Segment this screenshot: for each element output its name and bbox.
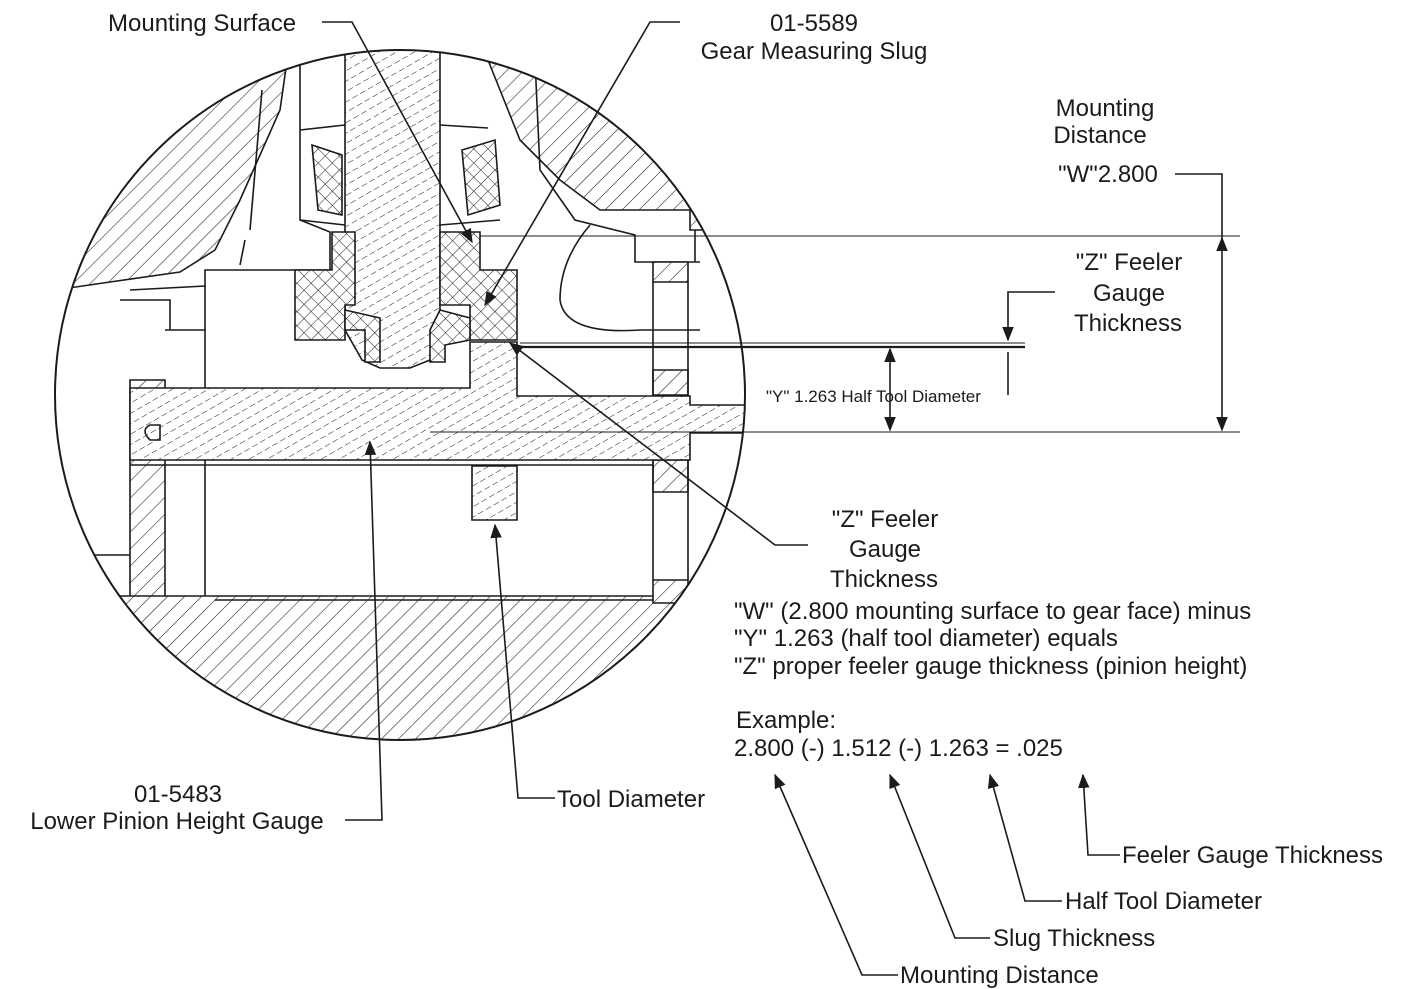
gauge-name-label: Lower Pinion Height Gauge bbox=[30, 808, 324, 835]
mounting-distance-title-2: Distance bbox=[1053, 122, 1146, 149]
gauge-leader bbox=[345, 440, 383, 821]
y-value-label: "Y" 1.263 Half Tool Diameter bbox=[766, 387, 981, 406]
gauge-part-number: 01-5483 bbox=[134, 781, 222, 808]
feeler-gauge-thickness-label: Feeler Gauge Thickness bbox=[1122, 842, 1383, 869]
z-mid-leader bbox=[508, 342, 808, 546]
pinion-height-gauge bbox=[129, 341, 745, 461]
dimension-lines bbox=[322, 21, 1240, 976]
slug-part-number: 01-5589 bbox=[770, 10, 858, 37]
z-mid-label-3: Thickness bbox=[830, 566, 938, 593]
housing-top-left bbox=[55, 50, 291, 291]
z-top-leader bbox=[1002, 291, 1055, 342]
gear-measuring-slug bbox=[344, 50, 441, 369]
bearing-left bbox=[311, 143, 343, 216]
z-top-label-1: "Z" Feeler bbox=[1076, 249, 1182, 276]
z-mid-label-1: "Z" Feeler bbox=[832, 506, 938, 533]
mounting-distance-leader bbox=[774, 773, 898, 976]
labels: Mounting Surface 01-5589 Gear Measuring … bbox=[30, 10, 1383, 989]
slug-thickness-leader bbox=[889, 773, 990, 939]
z-mid-label-2: Gauge bbox=[849, 536, 921, 563]
bearing-right bbox=[461, 138, 501, 217]
z-top-label-2: Gauge bbox=[1093, 280, 1165, 307]
housing-top-right bbox=[478, 50, 745, 231]
w-value-label: "W"2.800 bbox=[1058, 161, 1158, 188]
mounting-distance-title-1: Mounting bbox=[1056, 95, 1155, 122]
tool-diameter-leader bbox=[490, 523, 555, 799]
lower-case bbox=[55, 595, 745, 740]
mounting-surface-leader bbox=[322, 21, 473, 244]
mounting-distance-label: Mounting Distance bbox=[900, 962, 1099, 989]
tool-diameter-label: Tool Diameter bbox=[557, 786, 705, 813]
example-equation: 2.800 (-) 1.512 (-) 1.263 = .025 bbox=[734, 735, 1063, 762]
slug-name-label: Gear Measuring Slug bbox=[701, 38, 928, 65]
half-tool-diameter-label: Half Tool Diameter bbox=[1065, 888, 1262, 915]
slug-thickness-label: Slug Thickness bbox=[993, 925, 1155, 952]
detail-view bbox=[54, 49, 746, 741]
slug-leader bbox=[484, 21, 680, 307]
formula-line-3: "Z" proper feeler gauge thickness (pinio… bbox=[734, 653, 1247, 680]
detail-circle bbox=[54, 49, 746, 741]
formula-line-2: "Y" 1.263 (half tool diameter) equals bbox=[734, 625, 1118, 652]
half-tool-leader bbox=[987, 773, 1062, 902]
z-top-label-3: Thickness bbox=[1074, 310, 1182, 337]
right-plate-top bbox=[652, 261, 689, 283]
feeler-leader bbox=[1078, 773, 1120, 856]
right-plate-mid bbox=[652, 369, 689, 396]
mounting-surface-label: Mounting Surface bbox=[108, 10, 296, 37]
example-heading: Example: bbox=[736, 707, 836, 734]
formula-line-1: "W" (2.800 mounting surface to gear face… bbox=[734, 598, 1251, 625]
slug-collar bbox=[294, 231, 356, 341]
tool-diameter-block bbox=[471, 465, 518, 521]
